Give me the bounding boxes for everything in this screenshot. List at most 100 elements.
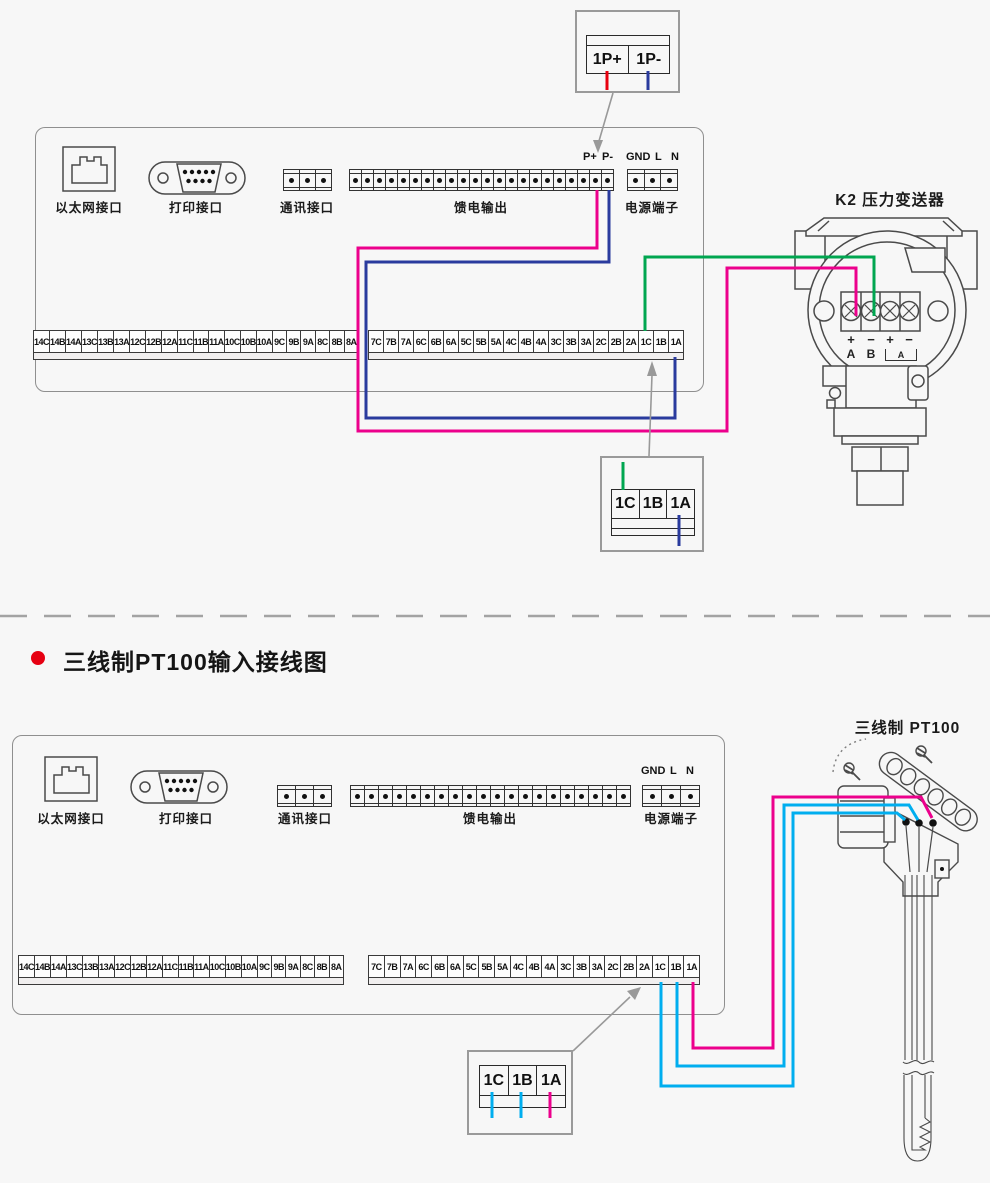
pin-label-n: N [671, 151, 679, 163]
terminal-dot [284, 793, 289, 799]
terminal-cell: 12A [162, 331, 179, 352]
section-title: 三线制PT100输入接线图 [63, 649, 328, 675]
feed-label: 馈电输出 [462, 812, 517, 826]
feed-terminal [561, 786, 575, 806]
wire-magenta-1a-to-pt100 [691, 795, 934, 1050]
terminal-cell: 5C [463, 956, 480, 977]
terminal-dot [497, 177, 502, 183]
terminal-cell: 10B [240, 331, 257, 352]
feed-terminal [575, 786, 589, 806]
terminal-dot [449, 177, 454, 183]
terminal-cell: 7C [369, 956, 385, 977]
pin-label-gnd: GND [641, 765, 666, 777]
terminal [628, 170, 645, 190]
terminal-cell: 13A [114, 331, 131, 352]
terminal-cell: 12C [130, 331, 147, 352]
ammeter-bracket: A [885, 349, 917, 361]
ethernet-label: 以太网接口 [55, 201, 123, 215]
inset-cell: 1A [670, 495, 691, 512]
terminal-dot [621, 793, 626, 799]
feed-terminal [421, 786, 435, 806]
terminal-cell: 2C [594, 331, 609, 352]
terminal-cell: 12B [146, 331, 163, 352]
feed-terminal [350, 170, 362, 190]
terminal-cell: 6C [414, 331, 429, 352]
terminal-dot [481, 793, 486, 799]
terminal-dot [537, 793, 542, 799]
feed-terminal [530, 170, 542, 190]
terminal-dot [425, 793, 430, 799]
terminal-dot [473, 177, 478, 183]
terminal-sign: + [847, 332, 855, 347]
terminal-cell: 5C [459, 331, 474, 352]
feed-terminal [435, 786, 449, 806]
terminal-cell: 11C [178, 331, 194, 352]
comm-label: 通讯接口 [279, 201, 334, 215]
terminal [314, 786, 331, 806]
power-label: 电源端子 [624, 201, 679, 215]
inset-thin-row [587, 36, 669, 46]
terminal-dot [649, 793, 655, 799]
feed-terminal [446, 170, 458, 190]
terminal-cell: 4C [510, 956, 527, 977]
terminal-dot [521, 177, 526, 183]
terminal-cell: 1C [652, 956, 669, 977]
ammeter-label: A [897, 350, 905, 360]
feed-terminal [589, 786, 603, 806]
terminal-cell: 14B [35, 956, 52, 977]
feed-terminal [374, 170, 386, 190]
terminal-dot [425, 177, 430, 183]
terminal-dot [355, 793, 360, 799]
feed-terminal [506, 170, 518, 190]
feed-terminal [410, 170, 422, 190]
feed-terminal [449, 786, 463, 806]
feed-terminal [617, 786, 630, 806]
terminal-cell: 3B [573, 956, 590, 977]
terminal-cell: 14C [19, 956, 36, 977]
terminal-dot [533, 177, 538, 183]
terminal-dot [389, 177, 394, 183]
printer-label: 打印接口 [158, 812, 213, 826]
terminal-cell: 2A [624, 331, 639, 352]
terminal-cell: 8B [330, 331, 345, 352]
terminal-cell: 12C [115, 956, 132, 977]
terminal-dot [605, 177, 610, 183]
terminal-cell: 8A [329, 956, 343, 977]
inset-cell: 1C [612, 490, 640, 518]
pin-label-n: N [686, 765, 694, 777]
terminal-cell: 4B [519, 331, 534, 352]
feed-terminal [505, 786, 519, 806]
terminal-cell: 4A [542, 956, 559, 977]
terminal-cell: 9B [272, 956, 287, 977]
terminal-dot [353, 177, 358, 183]
terminal-cell: 5A [495, 956, 511, 977]
terminal-cell: 4B [526, 956, 543, 977]
inset-thin-row [480, 1095, 565, 1107]
terminal-dot [305, 177, 310, 183]
terminal-dot [607, 793, 612, 799]
feed-terminal [602, 170, 613, 190]
inset-thin-row [612, 518, 694, 528]
ethernet-label: 以太网接口 [37, 812, 105, 826]
feed-output-block [349, 169, 614, 191]
terminal-cell: 14A [51, 956, 68, 977]
pin-label-pplus: P+ [583, 151, 597, 163]
terminal-cell: 4C [504, 331, 519, 352]
feed-label: 馈电输出 [453, 201, 508, 215]
terminal-cell: 2C [605, 956, 622, 977]
terminal-cell: 2B [621, 956, 638, 977]
feed-terminal [393, 786, 407, 806]
terminal-cell: 1A [684, 956, 700, 977]
terminal-cell: 6A [447, 956, 464, 977]
terminal-cell: 13A [99, 956, 116, 977]
terminal-sign: − [905, 332, 913, 347]
terminal-cell: 13C [67, 956, 84, 977]
feed-terminal [470, 170, 482, 190]
terminal-cell: 12A [147, 956, 164, 977]
terminal-cell: 4A [534, 331, 549, 352]
